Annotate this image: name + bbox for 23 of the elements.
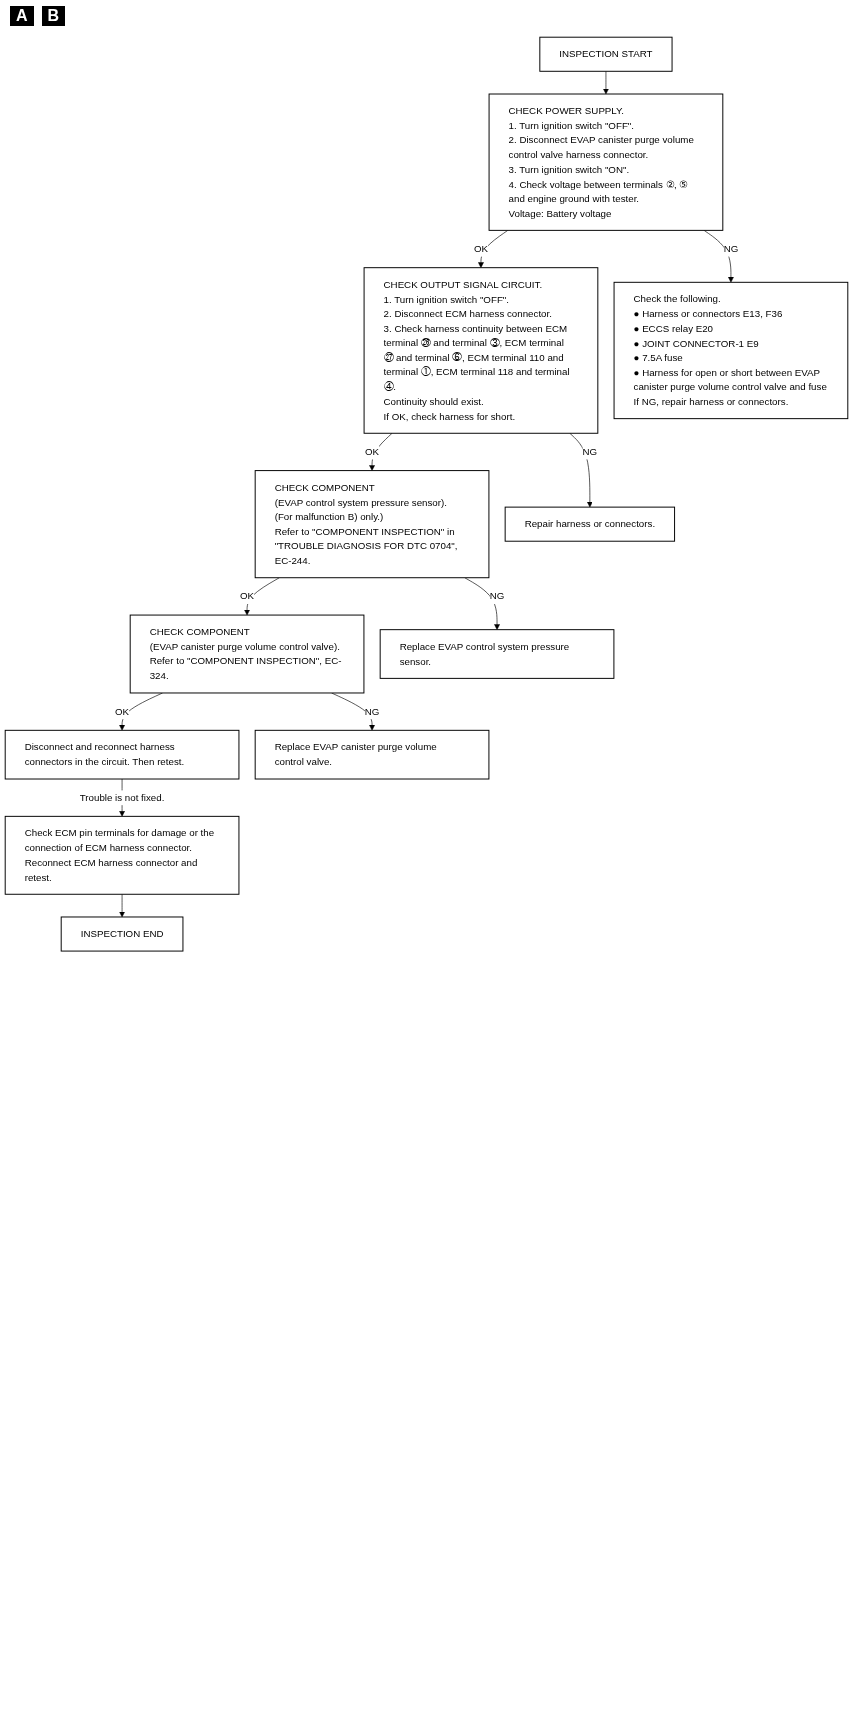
edge-label: OK — [115, 705, 130, 717]
edge-label: Trouble is not fixed. — [79, 791, 165, 803]
edge-label: NG — [723, 243, 739, 255]
node-box: Repair harness or connectors. — [504, 506, 676, 542]
edge-label: OK — [240, 590, 255, 602]
edge-label: NG — [364, 705, 380, 717]
node-box: INSPECTION END — [60, 916, 184, 952]
edge-label: OK — [473, 243, 488, 255]
node-box: CHECK COMPONENT (EVAP control system pressure sensor). (For malfunction B) only.) Refer to "COMPONENT INSPECTION" in "TROUBLE DIAGNOSIS FOR DTC 0704", EC-244. — [254, 470, 490, 579]
node-box: CHECK COMPONENT (EVAP canister purge volume control valve). Refer to "COMPONENT INSPECTION", EC-324. — [129, 614, 365, 694]
node-box: CHECK POWER SUPPLY. 1. Turn ignition switch "OFF". 2. Disconnect EVAP canister purge volume control valve harness connector. 3. Turn ignition switch "ON". 4. Check voltage between terminals ②, ⑤ and engine ground with tester. Voltage: Battery voltage — [488, 93, 724, 231]
node-box: Replace EVAP control system pressure sensor. — [379, 629, 615, 679]
node-box: INSPECTION START — [539, 36, 673, 72]
node-box: Check ECM pin terminals for damage or the connection of ECM harness connector. Reconnect ECM harness connector and retest. — [4, 815, 240, 895]
edge-label: NG — [582, 445, 598, 457]
edge-label: OK — [365, 445, 380, 457]
edge-label: NG — [489, 590, 505, 602]
node-box: CHECK OUTPUT SIGNAL CIRCUIT. 1. Turn ignition switch "OFF". 2. Disconnect ECM harness connector. 3. Check harness continuity between ECM terminal ㉖ and terminal ③, ECM terminal ㉗ and terminal ⑥, ECM terminal 110 and terminal ①, ECM terminal 118 and terminal ④. Continuity should exist. If OK, check harness for short. — [363, 267, 599, 434]
node-box: Disconnect and reconnect harness connectors in the circuit. Then retest. — [4, 729, 240, 780]
node-box: Check the following. ● Harness or connectors E13, F36 ● ECCS relay E20 ● JOINT CONNECTOR-1 E9 ● 7.5A fuse ● Harness for open or short between EVAP canister purge volume control valve and fuse If NG, repair harness or connectors. — [613, 281, 849, 420]
section-marker: A — [10, 6, 34, 26]
node-box: Replace EVAP canister purge volume control valve. — [254, 729, 490, 780]
section-marker: B — [41, 6, 66, 26]
